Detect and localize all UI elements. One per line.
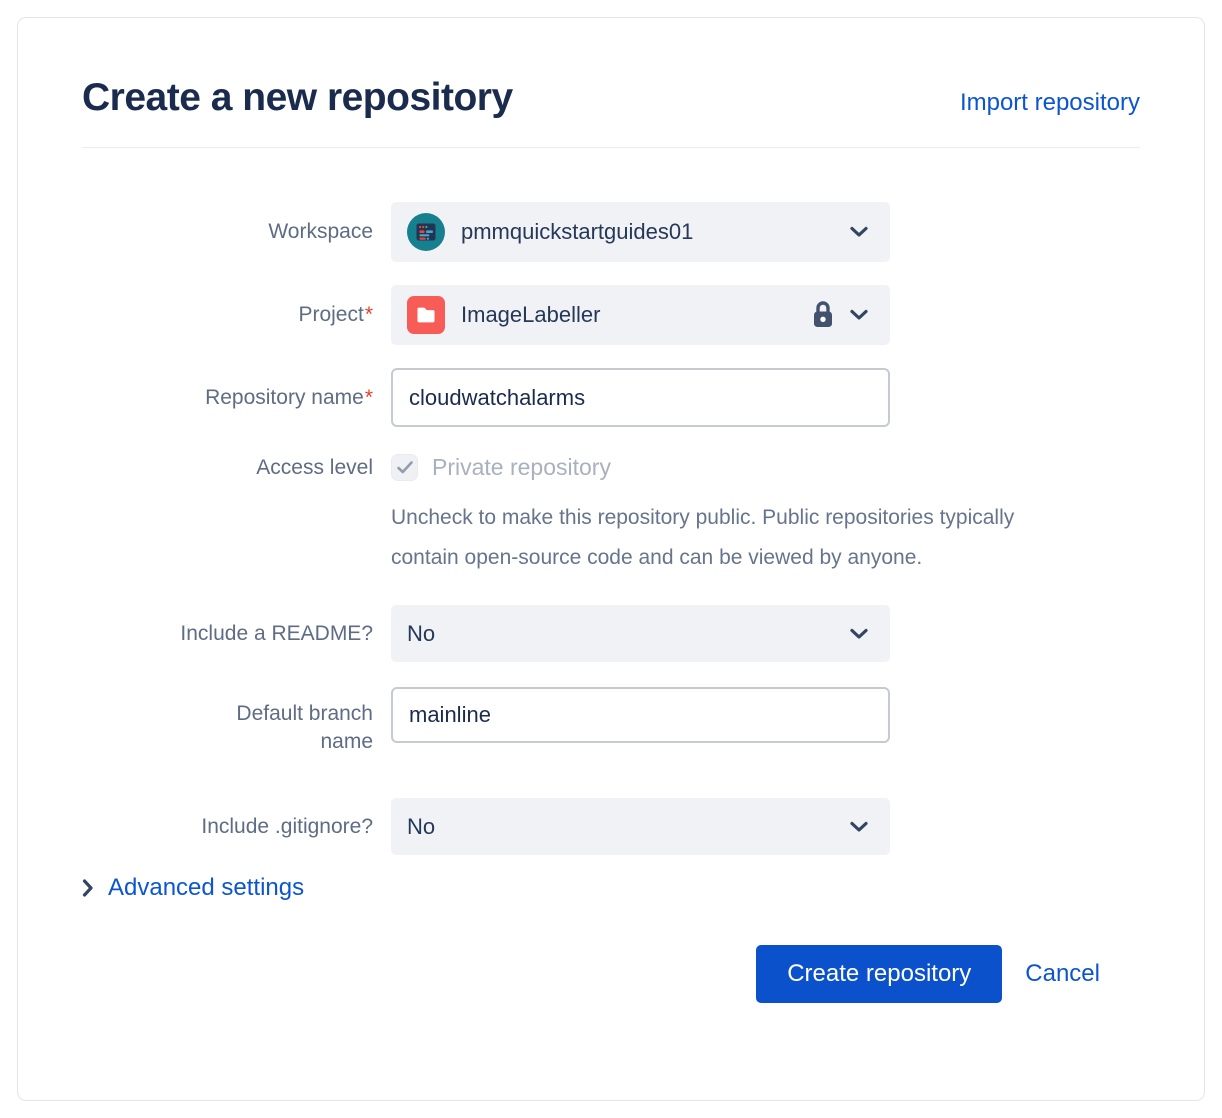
gitignore-row: Include .gitignore? No <box>82 798 1140 855</box>
readme-select[interactable]: No <box>391 605 890 662</box>
create-repository-form: Workspace <box>82 202 1140 1003</box>
project-label: Project* <box>298 303 373 326</box>
readme-row: Include a README? No <box>82 605 1140 662</box>
private-repository-checkbox <box>391 454 418 481</box>
workspace-avatar <box>407 213 445 251</box>
project-row: Project* ImageLabeller <box>82 285 1140 345</box>
advanced-settings-toggle[interactable]: Advanced settings <box>82 874 304 902</box>
page-title: Create a new repository <box>82 76 513 119</box>
readme-label: Include a README? <box>180 621 373 645</box>
required-asterisk: * <box>364 385 373 409</box>
readme-value: No <box>407 620 436 646</box>
chevron-down-icon <box>850 226 868 238</box>
access-level-help-text: Uncheck to make this repository public. … <box>391 506 1015 569</box>
gitignore-select[interactable]: No <box>391 798 890 855</box>
repository-name-label: Repository name* <box>205 385 373 409</box>
default-branch-row: Default branch name <box>82 687 1140 756</box>
gitignore-label: Include .gitignore? <box>201 814 373 838</box>
workspace-select[interactable]: pmmquickstartguides01 <box>391 202 890 262</box>
workspace-row: Workspace <box>82 202 1140 262</box>
workspace-label: Workspace <box>268 220 373 243</box>
repository-name-input[interactable] <box>391 368 890 427</box>
chevron-down-icon <box>850 821 868 833</box>
header-divider <box>82 147 1140 148</box>
form-actions: Create repository Cancel <box>82 945 1140 1003</box>
project-select[interactable]: ImageLabeller <box>391 285 890 345</box>
folder-icon <box>407 296 445 334</box>
chevron-down-icon <box>850 628 868 640</box>
workspace-value: pmmquickstartguides01 <box>461 219 694 244</box>
access-level-row: Access level Private repository Uncheck … <box>82 454 1140 578</box>
lock-icon <box>810 299 836 331</box>
repository-name-row: Repository name* <box>82 368 1140 427</box>
import-repository-link[interactable]: Import repository <box>959 89 1140 116</box>
required-asterisk: * <box>364 303 373 326</box>
gitignore-value: No <box>407 813 436 839</box>
dialog-header: Create a new repository Import repositor… <box>82 76 1140 120</box>
default-branch-input[interactable] <box>391 687 890 743</box>
private-repository-label: Private repository <box>432 454 611 480</box>
default-branch-label: Default branch name <box>236 702 373 753</box>
project-value: ImageLabeller <box>461 302 601 327</box>
cancel-link[interactable]: Cancel <box>1025 960 1100 987</box>
chevron-right-icon <box>82 879 94 897</box>
create-repository-button[interactable]: Create repository <box>756 945 1003 1003</box>
access-level-label: Access level <box>256 456 373 479</box>
create-repository-dialog: Create a new repository Import repositor… <box>17 17 1205 1101</box>
chevron-down-icon <box>850 309 868 321</box>
advanced-settings-label: Advanced settings <box>108 874 305 901</box>
